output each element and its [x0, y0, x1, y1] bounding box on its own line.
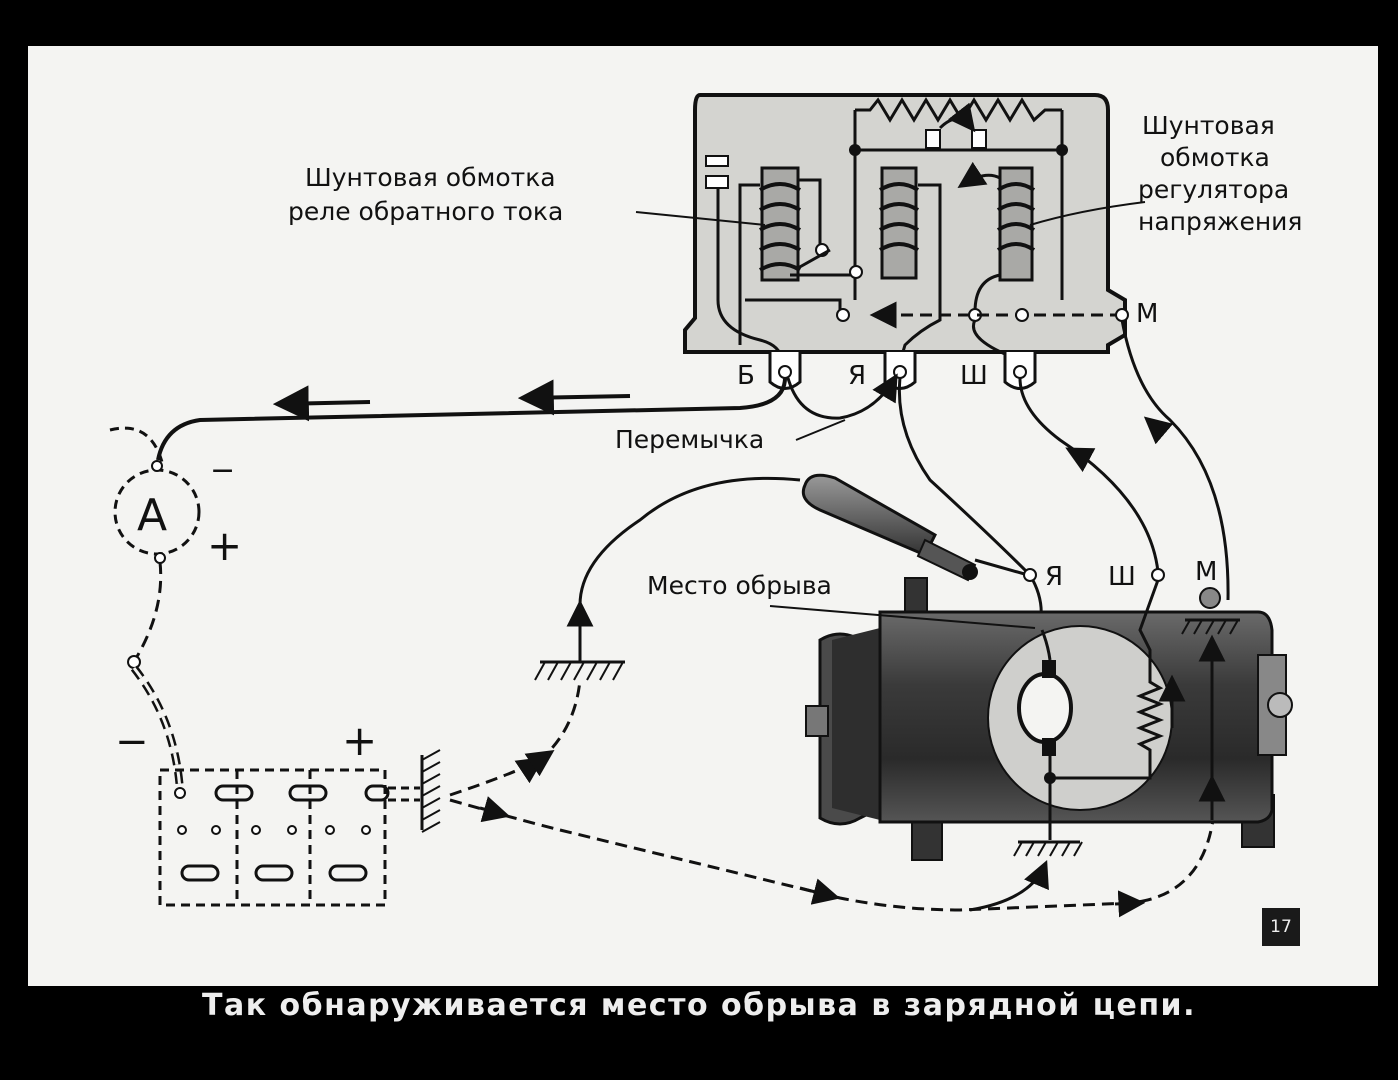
battery-ground: [420, 749, 441, 833]
ammeter: [109, 426, 201, 564]
label-shunt-reverse-relay-1: Шунтовая обмотка: [305, 163, 556, 192]
wire-m-to-generator: [1120, 319, 1230, 601]
leader-line-jumper: [795, 419, 846, 441]
caption: Так обнаруживается место обрыва в зарядн…: [202, 988, 1196, 1023]
leader-line-break: [769, 605, 1036, 629]
wire-battery-to-generator: [449, 640, 1217, 912]
wire-ya-to-generator: [897, 377, 1043, 626]
wire-sh-to-generator: [1018, 377, 1160, 573]
gen-terminal-ya-label: Я: [1045, 562, 1063, 592]
label-shunt-voltage-reg-1: Шунтовая: [1142, 111, 1275, 140]
current-arrow-1: [517, 379, 631, 416]
label-shunt-reverse-relay-2: реле обратного тока: [288, 197, 563, 226]
terminal-sh-label: Ш: [960, 361, 988, 391]
gen-terminal-sh-label: Ш: [1108, 562, 1136, 592]
current-arrow-2: [272, 385, 371, 422]
ammeter-label: А: [137, 490, 167, 541]
generator: [805, 577, 1293, 861]
label-break-location: Место обрыва: [647, 571, 832, 600]
label-shunt-voltage-reg-4: напряжения: [1138, 207, 1302, 236]
ammeter-plus-label: +: [207, 521, 242, 570]
test-probe: [801, 473, 1029, 582]
leader-line-voltage-reg: [1029, 201, 1146, 226]
terminal-ya-label: Я: [848, 361, 866, 391]
battery-plus-label: +: [342, 716, 377, 765]
label-shunt-voltage-reg-3: регулятора: [1138, 175, 1289, 204]
jumper-wire: [786, 373, 898, 420]
label-jumper: Перемычка: [615, 425, 764, 454]
terminal-m-label: М: [1136, 299, 1158, 329]
wire-b-to-ammeter: [156, 377, 787, 461]
page-number: 17: [1262, 908, 1300, 946]
voltage-regulator-relay: [683, 93, 1129, 390]
probe-ground: [534, 599, 625, 681]
wire-ammeter-to-battery: [133, 561, 163, 661]
test-probe-wire: [578, 476, 801, 606]
gen-terminal-m-label: М: [1195, 557, 1217, 587]
battery-minus-label: −: [115, 719, 149, 765]
wire-battery-to-ground-probe: [449, 679, 582, 797]
ammeter-minus-label: −: [210, 453, 235, 488]
label-shunt-voltage-reg-2: обмотка: [1160, 143, 1270, 172]
leader-line-reverse-relay: [635, 211, 766, 226]
battery: [158, 768, 420, 907]
terminal-b-label: Б: [737, 361, 755, 391]
